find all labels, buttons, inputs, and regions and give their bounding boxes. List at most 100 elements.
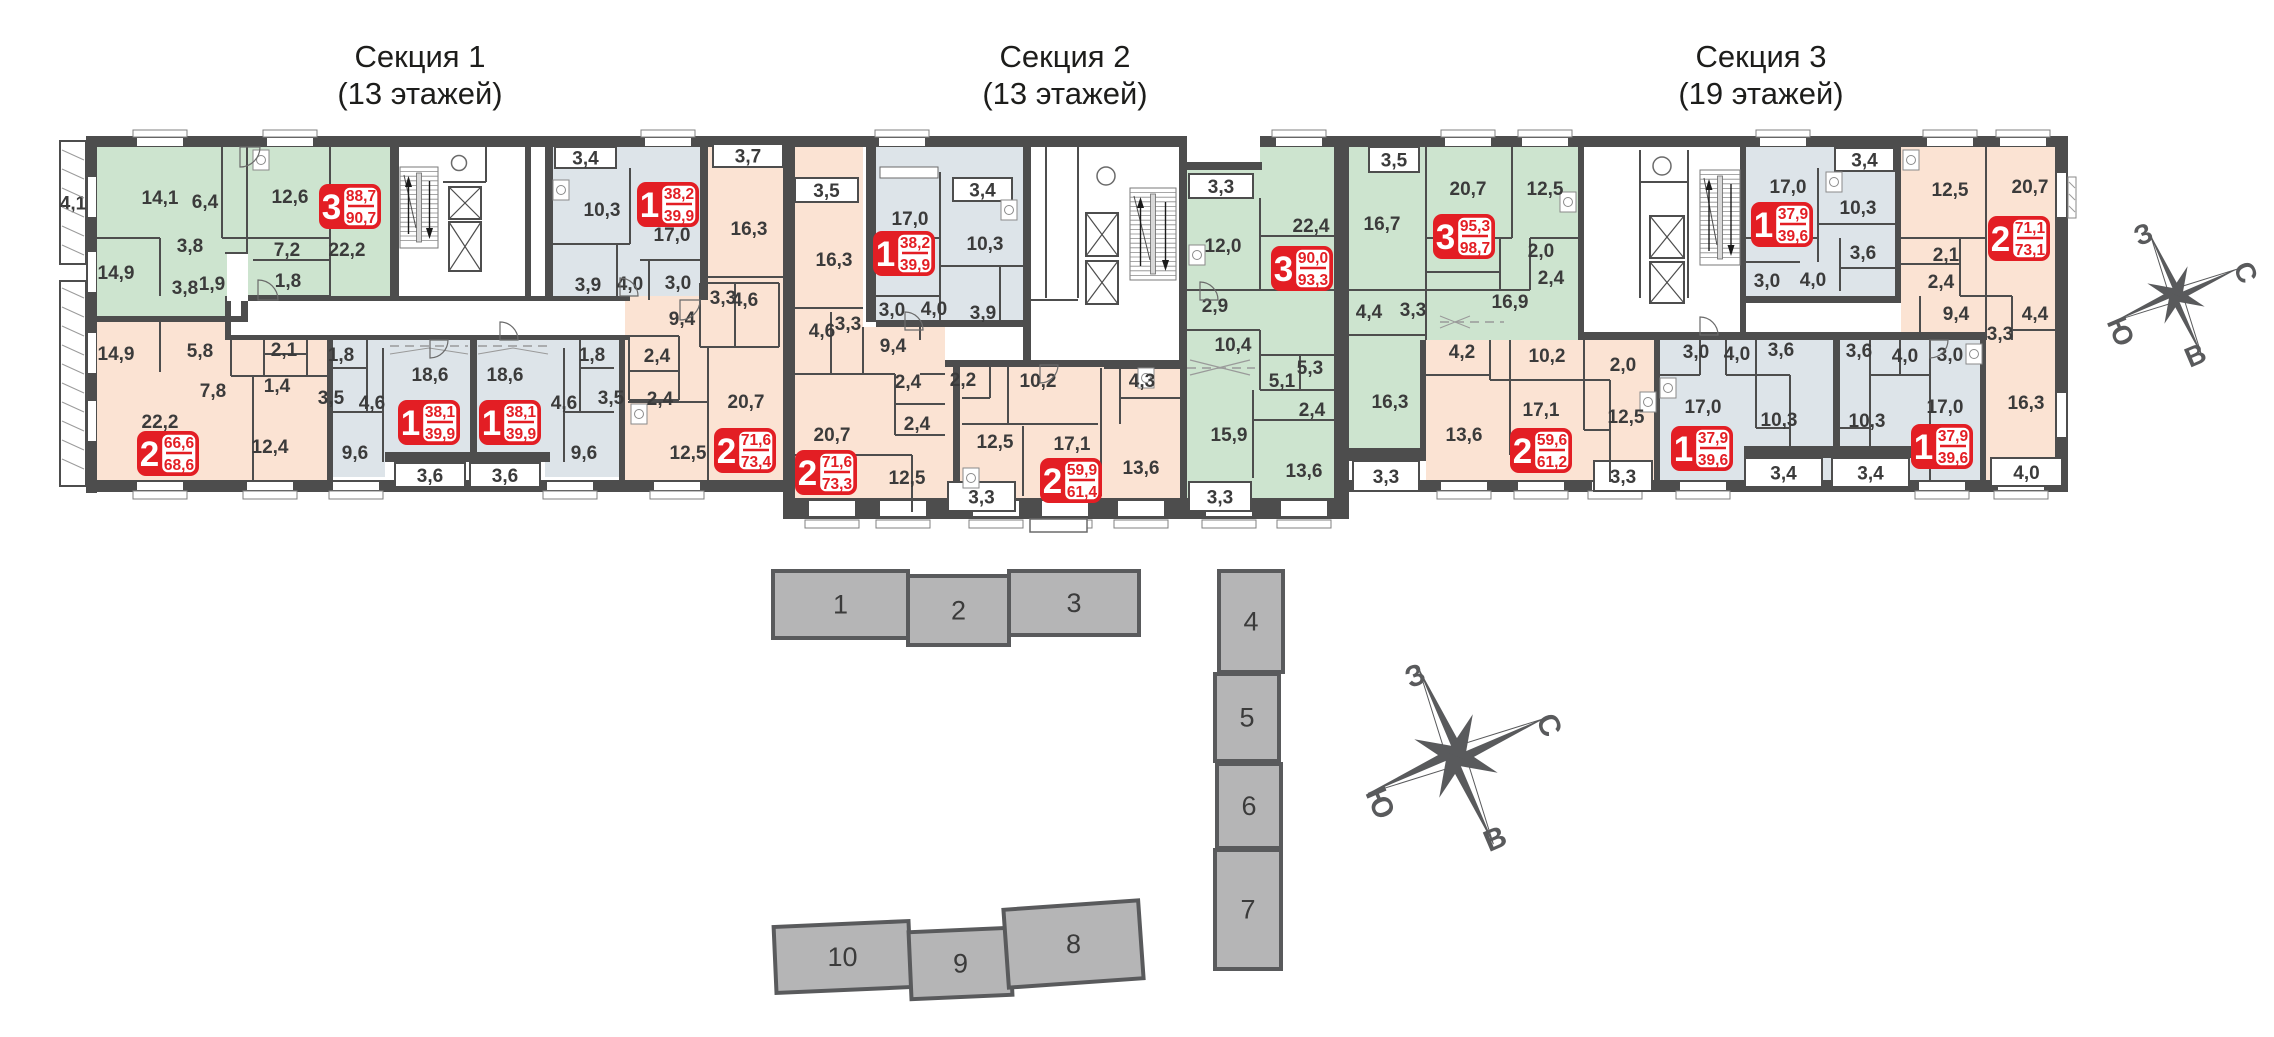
svg-text:18,6: 18,6 (412, 365, 449, 386)
svg-text:9: 9 (953, 949, 968, 979)
svg-text:3,8: 3,8 (172, 278, 198, 299)
svg-text:3,3: 3,3 (968, 488, 994, 509)
svg-text:16,3: 16,3 (2008, 393, 2045, 414)
svg-text:12,5: 12,5 (889, 468, 926, 489)
svg-text:2,2: 2,2 (950, 370, 976, 391)
svg-text:37,9: 37,9 (1698, 430, 1729, 447)
svg-text:4,0: 4,0 (1724, 344, 1750, 365)
svg-text:(13 этажей): (13 этажей) (982, 76, 1147, 111)
svg-text:4,3: 4,3 (1129, 371, 1155, 392)
svg-text:(19 этажей): (19 этажей) (1678, 76, 1843, 111)
svg-text:95,3: 95,3 (1460, 218, 1491, 235)
svg-text:1,8: 1,8 (328, 345, 354, 366)
svg-text:3,3: 3,3 (1987, 324, 2013, 345)
svg-text:3,6: 3,6 (417, 466, 443, 487)
svg-text:3,3: 3,3 (710, 288, 736, 309)
svg-text:10,3: 10,3 (1761, 410, 1798, 431)
svg-text:3,9: 3,9 (575, 275, 601, 296)
svg-text:9,4: 9,4 (880, 336, 907, 357)
svg-text:18,6: 18,6 (487, 365, 524, 386)
svg-text:16,3: 16,3 (731, 219, 768, 240)
svg-text:17,0: 17,0 (1685, 397, 1722, 418)
svg-text:68,6: 68,6 (164, 457, 195, 474)
svg-text:3,0: 3,0 (1683, 342, 1709, 363)
svg-text:4,0: 4,0 (1800, 270, 1826, 291)
svg-text:61,4: 61,4 (1067, 484, 1098, 501)
svg-text:39,9: 39,9 (664, 208, 695, 225)
svg-text:13,6: 13,6 (1123, 458, 1160, 479)
svg-text:4,0: 4,0 (617, 274, 643, 295)
svg-text:3,3: 3,3 (1207, 488, 1233, 509)
svg-text:3,7: 3,7 (735, 147, 761, 168)
svg-text:93,3: 93,3 (1298, 272, 1329, 289)
svg-text:2: 2 (1991, 220, 2010, 259)
svg-text:13,6: 13,6 (1446, 425, 1483, 446)
svg-text:4,4: 4,4 (2022, 304, 2049, 325)
svg-text:20,7: 20,7 (2012, 177, 2049, 198)
svg-text:73,4: 73,4 (741, 454, 772, 471)
svg-text:5,3: 5,3 (1297, 358, 1323, 379)
svg-text:10,3: 10,3 (1840, 198, 1877, 219)
svg-text:3,8: 3,8 (177, 236, 203, 257)
svg-text:37,9: 37,9 (1938, 428, 1969, 445)
svg-text:4,0: 4,0 (2013, 463, 2039, 484)
svg-text:3,9: 3,9 (970, 303, 996, 324)
svg-text:4,4: 4,4 (1356, 302, 1383, 323)
svg-text:Секция 3: Секция 3 (1696, 39, 1827, 74)
svg-text:88,7: 88,7 (346, 188, 376, 205)
svg-text:(13 этажей): (13 этажей) (337, 76, 502, 111)
svg-text:39,6: 39,6 (1938, 450, 1969, 467)
svg-text:4,1: 4,1 (60, 194, 87, 215)
svg-text:2: 2 (951, 596, 966, 626)
svg-text:1: 1 (1754, 206, 1773, 245)
svg-text:3,0: 3,0 (1937, 345, 1963, 366)
svg-text:1,9: 1,9 (199, 274, 225, 295)
svg-text:38,2: 38,2 (900, 235, 930, 252)
svg-text:98,7: 98,7 (1460, 240, 1490, 257)
svg-text:12,5: 12,5 (1932, 180, 1969, 201)
svg-text:12,5: 12,5 (1608, 407, 1645, 428)
svg-text:66,6: 66,6 (164, 435, 195, 452)
svg-text:2: 2 (1513, 432, 1532, 471)
svg-text:38,2: 38,2 (664, 186, 694, 203)
svg-text:3,4: 3,4 (572, 149, 599, 170)
svg-text:1: 1 (1914, 428, 1933, 467)
svg-text:7,2: 7,2 (274, 240, 300, 261)
svg-text:12,0: 12,0 (1205, 236, 1242, 257)
svg-text:39,9: 39,9 (506, 426, 537, 443)
svg-text:2: 2 (140, 435, 159, 474)
svg-text:12,5: 12,5 (977, 432, 1014, 453)
svg-text:3,3: 3,3 (1373, 467, 1399, 488)
svg-text:22,2: 22,2 (329, 240, 366, 261)
svg-text:17,0: 17,0 (1927, 397, 1964, 418)
svg-text:3: 3 (322, 188, 341, 227)
svg-text:73,3: 73,3 (822, 476, 853, 493)
svg-text:3: 3 (1066, 588, 1081, 618)
svg-text:5,1: 5,1 (1269, 371, 1296, 392)
svg-text:14,9: 14,9 (98, 263, 135, 284)
svg-text:3,0: 3,0 (665, 273, 691, 294)
svg-text:1: 1 (876, 235, 895, 274)
svg-text:2,4: 2,4 (895, 372, 922, 393)
svg-text:4,0: 4,0 (1892, 346, 1918, 367)
svg-text:2,4: 2,4 (647, 389, 674, 410)
svg-text:2: 2 (717, 432, 736, 471)
svg-text:5: 5 (1239, 703, 1254, 733)
svg-text:1: 1 (401, 404, 420, 443)
svg-text:12,4: 12,4 (252, 437, 289, 458)
svg-text:3,6: 3,6 (1768, 340, 1794, 361)
svg-text:Секция 2: Секция 2 (1000, 39, 1131, 74)
svg-text:15,9: 15,9 (1211, 425, 1248, 446)
svg-text:38,1: 38,1 (506, 404, 537, 421)
svg-text:3,0: 3,0 (1754, 271, 1780, 292)
svg-text:73,1: 73,1 (2015, 242, 2046, 259)
svg-text:3,3: 3,3 (835, 314, 861, 335)
svg-text:12,5: 12,5 (670, 443, 707, 464)
svg-text:37,9: 37,9 (1778, 206, 1809, 223)
svg-text:2,0: 2,0 (1610, 355, 1636, 376)
svg-text:59,6: 59,6 (1537, 432, 1568, 449)
svg-text:2: 2 (1043, 462, 1062, 501)
svg-text:3,3: 3,3 (1208, 177, 1234, 198)
svg-text:2,9: 2,9 (1202, 296, 1228, 317)
svg-text:22,4: 22,4 (1293, 216, 1330, 237)
